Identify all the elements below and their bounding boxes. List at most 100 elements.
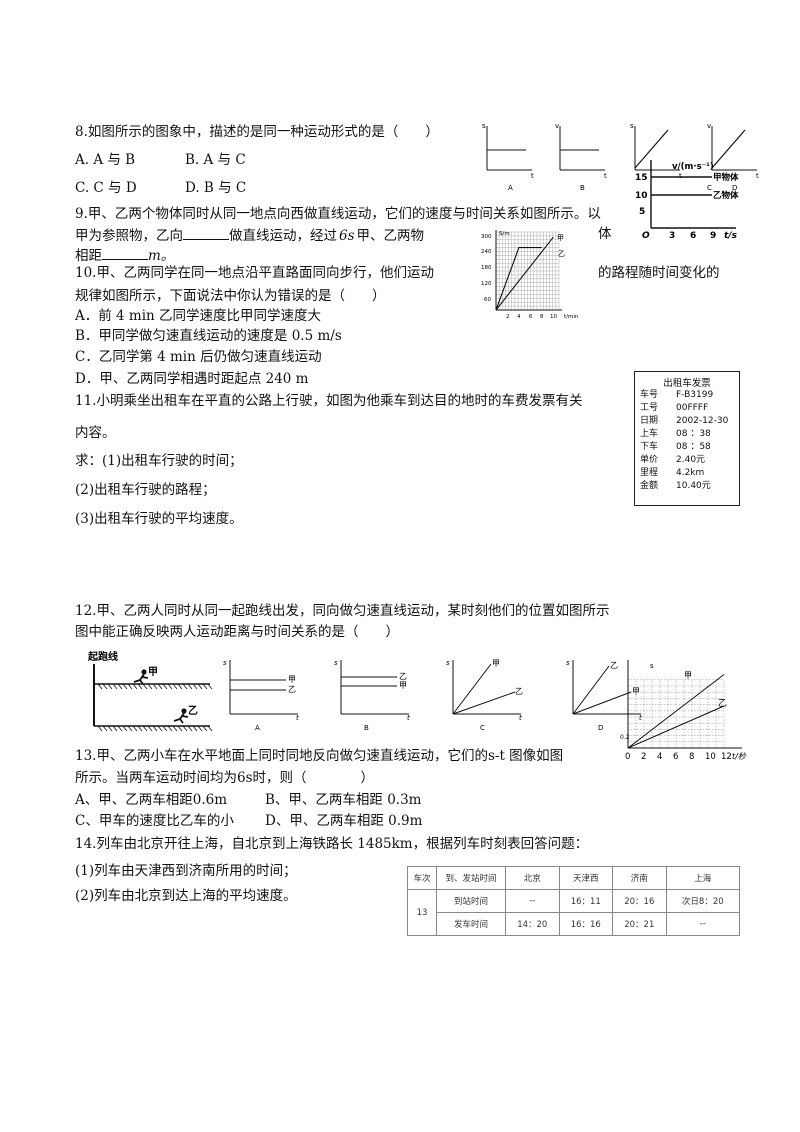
q9-line-1: 9.甲、乙两个物体同时从同一地点向西做直线运动，它们的速度与时间关系如图所示。以 bbox=[75, 206, 601, 222]
svg-text:乙: 乙 bbox=[515, 687, 523, 696]
q8-graph-b: v t B bbox=[555, 122, 607, 192]
q8-graph-d-xlabel: t bbox=[756, 172, 759, 180]
q13-option-b: B、甲、乙两车相距 0.3m bbox=[265, 792, 422, 808]
q10-chart: S/m 300 240 180 120 60 2 4 6 8 10 t/min … bbox=[481, 230, 579, 320]
q11-line-4: (2)出租车行驶的路程； bbox=[75, 482, 216, 498]
q10-xtick-2: 2 bbox=[506, 314, 510, 320]
q10-xtick-8: 8 bbox=[540, 314, 544, 320]
q13-option-c: C、甲车的速度比乙车的小 bbox=[75, 813, 234, 829]
q10-option-b: B．甲同学做匀速直线运动的速度是 0.5 m/s bbox=[75, 328, 342, 344]
q10-xtick-10: 10 bbox=[550, 314, 557, 320]
svg-text:s: s bbox=[334, 659, 338, 667]
q8-graph-c: s t bbox=[630, 122, 682, 180]
q14-line-3: (2)列车由北京到达上海的平均速度。 bbox=[75, 888, 297, 904]
q8-graph-b-ylabel: v bbox=[555, 122, 559, 130]
q10-ytick-60: 60 bbox=[484, 297, 491, 303]
q9-legend-yi: 乙物体 bbox=[713, 190, 739, 201]
q11-line-3: 求：(1)出租车行驶的时间； bbox=[75, 453, 243, 469]
q11-line-5: (3)出租车行驶的平均速度。 bbox=[75, 511, 243, 527]
q8-graph-a-xlabel: t bbox=[531, 172, 534, 180]
q8-graph-a: s t A bbox=[482, 122, 534, 192]
q10-option-c: C．乙同学第 4 min 后仍做匀速直线运动 bbox=[75, 349, 322, 365]
q12-caption-c: C bbox=[480, 724, 485, 732]
svg-text:乙: 乙 bbox=[610, 661, 618, 670]
q9-xlabel: t/s bbox=[724, 231, 738, 241]
svg-text:甲: 甲 bbox=[288, 675, 296, 684]
svg-text:甲: 甲 bbox=[492, 659, 500, 668]
q9-ylabel: v/(m·s⁻¹) bbox=[672, 162, 714, 172]
q14-line-2: (1)列车由天津西到济南所用的时间； bbox=[75, 863, 297, 879]
q12-graph-d: s 乙 甲 t D bbox=[566, 659, 642, 732]
q12-caption-d: D bbox=[598, 724, 603, 732]
q8-option-b: B. A 与 C bbox=[185, 152, 246, 168]
table-row: 车次 到、发站时间 北京 天津西 济南 上海 bbox=[407, 866, 741, 890]
q13-option-d: D、甲、乙两车相距 0.9m bbox=[265, 813, 423, 829]
q12-line-1: 12.甲、乙两人同时从同一起跑线出发，同向做匀速直线运动，某时刻他们的位置如图所… bbox=[75, 603, 610, 619]
q13-xtick: 12 bbox=[721, 752, 732, 762]
svg-text:s: s bbox=[446, 659, 450, 667]
q10-grid bbox=[496, 231, 560, 310]
svg-text:乙: 乙 bbox=[288, 685, 296, 694]
q8-stem: 8.如图所示的图象中，描述的是同一种运动形式的是（ ） bbox=[75, 124, 439, 140]
svg-text:t: t bbox=[519, 714, 522, 722]
svg-text:s: s bbox=[566, 659, 570, 667]
q11-line-2: 内容。 bbox=[75, 425, 116, 441]
q8-graph-d-ylabel: v bbox=[707, 122, 711, 130]
runner-yi-icon bbox=[173, 708, 189, 724]
q12-scene-jia: 甲 bbox=[148, 666, 158, 678]
q13-xtick: 8 bbox=[689, 752, 694, 762]
svg-text:甲: 甲 bbox=[632, 687, 640, 696]
q8-graph-d: v t C D bbox=[707, 122, 759, 192]
q10-line-2: 规律如图所示，下面说法中你认为错误的是（ ） bbox=[75, 288, 386, 304]
svg-text:乙: 乙 bbox=[399, 672, 407, 681]
q10-line-1b: 的路程随时间变化的 bbox=[598, 265, 720, 281]
q9-ytick-15: 15 bbox=[635, 173, 648, 183]
q9-legend-jia: 甲物体 bbox=[713, 172, 739, 183]
q12-scene-yi: 乙 bbox=[188, 705, 198, 717]
table-row: 13 到站时间 -- 16：11 20：16 次日8：20 bbox=[407, 889, 741, 936]
q8-graph-a-ylabel: s bbox=[482, 122, 486, 130]
svg-text:t: t bbox=[639, 714, 642, 722]
q9-ytick-10: 10 bbox=[635, 191, 648, 201]
invoice-title: 出租车发票 bbox=[663, 378, 711, 389]
q8-option-a: A. A 与 B bbox=[75, 152, 136, 168]
q13-line-1: 13.甲、乙两小车在水平地面上同时同地反向做匀速直线运动，它们的s-t 图像如图 bbox=[75, 748, 564, 764]
q8-graph-d-caption: D bbox=[732, 184, 737, 192]
svg-text:s: s bbox=[223, 659, 227, 667]
q13-xlabel: t/秒 bbox=[732, 752, 747, 761]
q13-xtick: 10 bbox=[705, 752, 716, 762]
q10-series-jia-line bbox=[495, 236, 554, 311]
q12-caption-b: B bbox=[364, 724, 369, 732]
q8-graph-c-ylabel: s bbox=[630, 122, 634, 130]
q10-ytick-300: 300 bbox=[481, 234, 492, 240]
q14-line-1: 14.列车由北京开往上海，自北京到上海铁路长 1485km，根据列车时刻表回答问… bbox=[75, 836, 589, 852]
q13-xtick: 0 bbox=[625, 752, 630, 762]
q12-start-label: 起跑线 bbox=[87, 650, 118, 663]
q13-series-jia-line bbox=[627, 674, 725, 749]
q9-blank-distance bbox=[102, 245, 148, 260]
q10-xlabel: t/min bbox=[564, 314, 579, 320]
q10-ylabel: S/m bbox=[499, 231, 510, 237]
q9-chart: v/(m·s⁻¹) 15 10 5 O 3 6 9 t/s 甲物体 乙物体 bbox=[635, 160, 739, 241]
q10-label-jia: 甲 bbox=[557, 234, 564, 242]
q9-xtick-o: O bbox=[642, 231, 650, 241]
q10-series-yi-line bbox=[495, 247, 542, 311]
q10-label-yi: 乙 bbox=[558, 250, 565, 258]
svg-text:甲: 甲 bbox=[399, 681, 407, 690]
q13-ylabel: s bbox=[650, 662, 654, 670]
svg-text:t: t bbox=[296, 714, 299, 722]
q8-graph-c-caption: C bbox=[707, 184, 712, 192]
q9-ytick-5: 5 bbox=[639, 207, 645, 217]
q9-blank-direction bbox=[183, 225, 229, 240]
q10-ytick-180: 180 bbox=[481, 265, 492, 271]
q13-line-2: 所示。当两车运动时间均为6s时，则（ ） bbox=[75, 770, 375, 786]
train-number: 13 bbox=[407, 889, 437, 936]
